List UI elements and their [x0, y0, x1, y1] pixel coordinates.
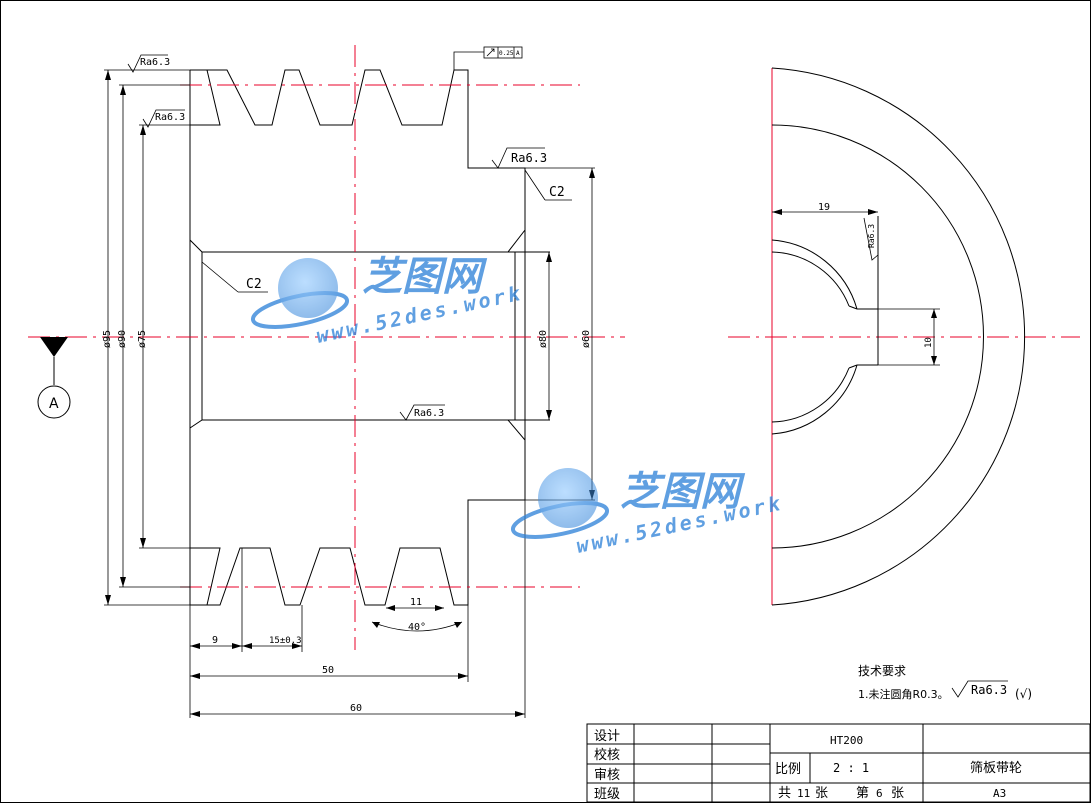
dim-angle40: 40°	[408, 622, 426, 633]
dim-d75: ø75	[137, 330, 148, 348]
dim-d80: ø80	[538, 330, 549, 348]
roughness-label-top: Ra6.3	[140, 57, 170, 68]
section-hatch-lower	[189, 419, 526, 606]
tb-part-name: 筛板带轮	[970, 761, 1022, 776]
tech-requirements-title: 技术要求	[858, 664, 906, 678]
dim-key19: 19	[818, 202, 830, 213]
dim-d90: ø90	[117, 330, 128, 348]
tb-sheet-prefix: 第	[856, 786, 869, 801]
tb-total-value: 11	[797, 787, 810, 800]
tb-class-label: 班级	[594, 787, 620, 802]
tb-scale-label: 比例	[775, 762, 801, 777]
tb-design-label: 设计	[594, 729, 620, 744]
dim-w60: 60	[350, 703, 362, 714]
watermark-brand: 芝图网	[620, 469, 746, 515]
dim-w11: 11	[410, 597, 422, 608]
tolerance-datum: A	[516, 50, 520, 57]
roughness-label-key: Ra6.3	[867, 224, 876, 248]
dim-d60: ø60	[581, 330, 592, 348]
chamfer-label-bore: C2	[246, 277, 262, 292]
tb-total-unit: 张	[815, 786, 828, 801]
roughness-label-hub: Ra6.3	[511, 151, 547, 165]
tb-sheet-value: 6	[876, 787, 883, 800]
width-dims: 9 15±0.3 50 60 11 40°	[189, 500, 526, 718]
dim-w50: 50	[322, 665, 334, 676]
tech-requirements-item1: 1.未注圆角R0.3。	[858, 687, 949, 701]
diameter-dims-right: ø80 ø60	[538, 168, 595, 500]
watermark-globe-icon	[538, 468, 598, 528]
tb-sheet-unit: 张	[891, 786, 904, 801]
datum-letter: A	[49, 396, 59, 412]
tb-scale-value: 2 : 1	[833, 761, 869, 775]
watermark-1: 芝图网 www.52des.work	[250, 254, 525, 348]
tb-review-label: 审核	[594, 768, 620, 783]
dim-w15: 15±0.3	[269, 636, 302, 646]
watermark-brand: 芝图网	[362, 254, 488, 300]
tolerance-frame: 0.25 A	[453, 46, 523, 70]
chamfer-labels: C2 C2	[201, 169, 572, 293]
tech-rest-symbol: (√)	[1015, 687, 1032, 701]
chamfer-label-hub: C2	[549, 185, 565, 200]
watermark-2: 芝图网 www.52des.work	[510, 468, 785, 558]
tb-paper-size: A3	[993, 787, 1006, 800]
tb-check-label: 校核	[594, 747, 620, 763]
datum-symbol: A	[37, 337, 71, 419]
tb-total-prefix: 共	[778, 786, 791, 801]
dim-w9: 9	[212, 635, 218, 646]
side-view: 19 10 Ra6.3	[728, 67, 1080, 606]
section-view	[28, 45, 625, 650]
diameter-dims-left: ø95 ø90 ø75	[102, 69, 190, 606]
roughness-label-mid: Ra6.3	[155, 112, 185, 123]
dim-d95: ø95	[102, 330, 113, 348]
watermark-globe-icon	[278, 258, 338, 318]
roughness-label-bore: Ra6.3	[414, 408, 444, 419]
tolerance-value: 0.25	[499, 50, 514, 57]
tb-material: HT200	[830, 734, 863, 747]
section-hatch-upper	[189, 69, 526, 253]
roughness-symbols: Ra6.3 Ra6.3 Ra6.3 Ra6.3	[127, 54, 547, 421]
title-block: 设计 校核 审核 班级 HT200 比例 2 : 1 筛板带轮 共 11 张 第…	[586, 723, 1091, 803]
tech-requirements: 技术要求 1.未注圆角R0.3。 Ra6.3 (√)	[858, 664, 1032, 701]
tech-roughness-label: Ra6.3	[971, 683, 1007, 697]
dim-key10: 10	[924, 337, 934, 348]
